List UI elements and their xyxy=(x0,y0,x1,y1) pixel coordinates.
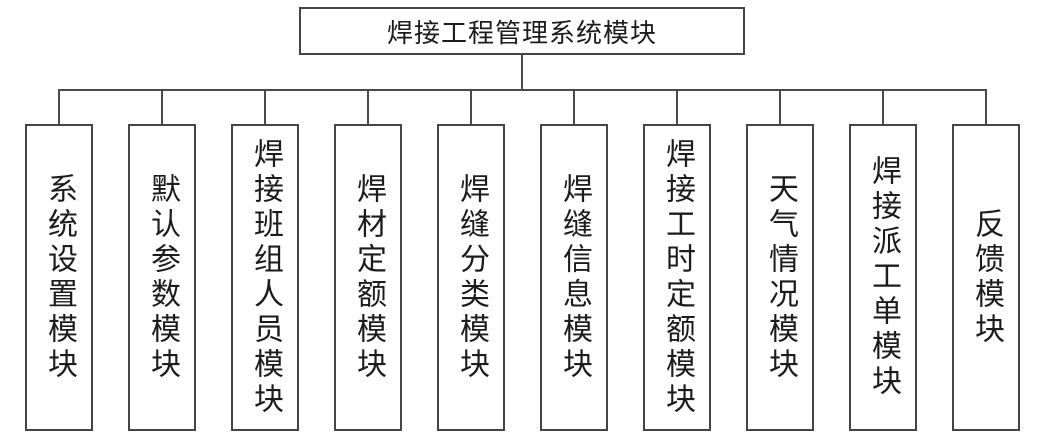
module-label: 焊接班组人员模块 xyxy=(249,137,282,418)
module-connector-line xyxy=(779,89,781,124)
horizontal-bus-line xyxy=(59,89,987,91)
module-column: 焊缝分类模块 xyxy=(437,89,505,431)
module-connector-line xyxy=(676,89,678,124)
module-column: 默认参数模块 xyxy=(128,89,196,431)
module-box: 系统设置模块 xyxy=(25,124,93,431)
module-connector-line xyxy=(573,89,575,124)
module-label: 天气情况模块 xyxy=(764,172,797,383)
module-column: 焊材定额模块 xyxy=(334,89,402,431)
module-label: 默认参数模块 xyxy=(146,172,179,383)
module-label: 反馈模块 xyxy=(970,207,1003,348)
module-box: 焊缝信息模块 xyxy=(540,124,608,431)
module-box: 焊接派工单模块 xyxy=(849,124,917,431)
root-module-box: 焊接工程管理系统模块 xyxy=(299,7,745,55)
module-label: 焊接工时定额模块 xyxy=(661,137,694,418)
module-box: 天气情况模块 xyxy=(746,124,814,431)
module-box: 焊缝分类模块 xyxy=(437,124,505,431)
root-module-label: 焊接工程管理系统模块 xyxy=(386,18,657,48)
root-connector-line xyxy=(521,54,523,90)
module-column: 反馈模块 xyxy=(952,89,1020,431)
module-label: 焊缝信息模块 xyxy=(558,172,591,383)
module-connector-line xyxy=(264,89,266,124)
module-label: 焊材定额模块 xyxy=(352,172,385,383)
module-label: 焊接派工单模块 xyxy=(867,155,900,400)
module-connector-line xyxy=(161,89,163,124)
module-connector-line xyxy=(985,89,987,124)
module-column: 焊接派工单模块 xyxy=(849,89,917,431)
module-box: 焊材定额模块 xyxy=(334,124,402,431)
module-column: 焊接工时定额模块 xyxy=(643,89,711,431)
module-column: 焊缝信息模块 xyxy=(540,89,608,431)
module-label: 焊缝分类模块 xyxy=(455,172,488,383)
module-box: 默认参数模块 xyxy=(128,124,196,431)
module-box: 焊接工时定额模块 xyxy=(643,124,711,431)
module-box: 焊接班组人员模块 xyxy=(231,124,299,431)
module-connector-line xyxy=(367,89,369,124)
module-connector-line xyxy=(58,89,60,124)
module-column: 焊接班组人员模块 xyxy=(231,89,299,431)
module-label: 系统设置模块 xyxy=(43,172,76,383)
module-column: 天气情况模块 xyxy=(746,89,814,431)
module-column: 系统设置模块 xyxy=(25,89,93,431)
module-connector-line xyxy=(882,89,884,124)
module-box: 反馈模块 xyxy=(952,124,1020,431)
module-connector-line xyxy=(470,89,472,124)
